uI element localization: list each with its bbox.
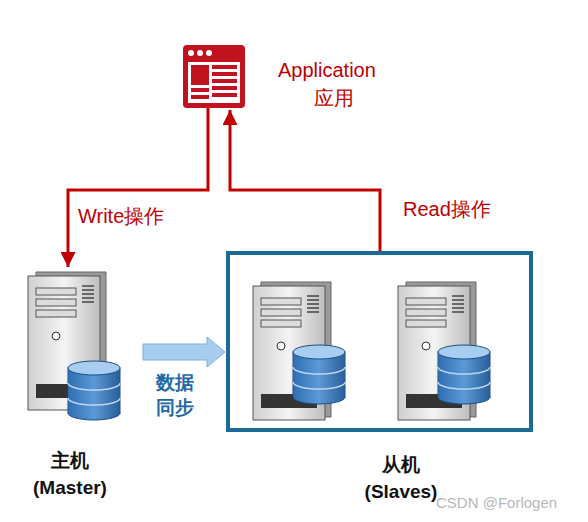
server-illustration [398, 282, 490, 420]
database-cylinder [293, 345, 345, 404]
slaves-group: 从机 (Slaves) [226, 251, 533, 432]
request-arrow [230, 110, 380, 251]
request-arrow [68, 108, 208, 267]
master-server: 主机 (Master) [20, 265, 120, 425]
application-icon [183, 45, 245, 108]
database-cylinder [68, 361, 120, 420]
edge-label: Read操作 [403, 196, 533, 222]
server-label: 主机 (Master) [20, 448, 120, 501]
server-illustration [253, 282, 345, 420]
server-illustration [28, 272, 120, 420]
database-cylinder [438, 345, 490, 404]
edge-label: Write操作 [78, 203, 208, 229]
edge-label: 数据 同步 [156, 371, 200, 420]
watermark: CSDN @Forlogen [436, 492, 586, 513]
application-label: Application [278, 56, 438, 84]
application-label: 应用 [314, 84, 394, 112]
application-node: Application应用 [183, 45, 245, 108]
sync-arrow [143, 337, 225, 367]
